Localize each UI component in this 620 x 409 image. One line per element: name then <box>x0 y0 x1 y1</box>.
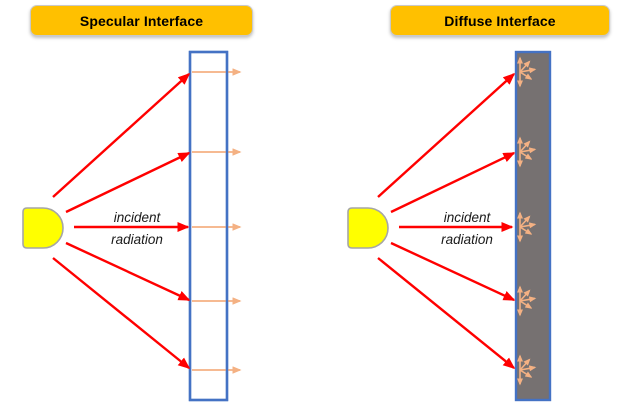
scatter-arrow <box>519 365 537 372</box>
scatter-arrow <box>519 222 537 229</box>
scatter-arrow <box>519 369 533 378</box>
incident-ray <box>390 151 516 214</box>
incident-ray <box>52 72 191 198</box>
incident-label-line2: radiation <box>111 232 163 247</box>
scatter-burst <box>517 56 537 88</box>
scatter-burst <box>517 285 537 317</box>
light-source <box>347 207 389 249</box>
incident-label-line1: incident <box>114 210 162 225</box>
incident-ray <box>377 257 516 369</box>
scatter-arrow <box>519 60 531 73</box>
scatter-arrow <box>519 140 531 153</box>
scatter-arrow <box>519 147 537 154</box>
incident-ray <box>390 241 516 302</box>
incident-ray <box>65 151 191 214</box>
scatter-arrow <box>519 296 537 303</box>
incident-ray <box>65 241 191 302</box>
incident-label-line2: radiation <box>441 232 493 247</box>
scatter-arrow <box>519 215 531 228</box>
incident-ray <box>52 257 191 369</box>
diffuse-banner-label: Diffuse Interface <box>444 12 556 29</box>
scatter-burst <box>517 136 537 168</box>
light-source <box>22 207 64 249</box>
scatter-arrow <box>519 151 533 160</box>
scatter-arrow <box>519 300 533 309</box>
scatter-arrow <box>519 289 531 302</box>
scatter-arrow <box>519 71 533 80</box>
specular-banner: Specular Interface <box>30 5 253 36</box>
specular-panel: incident radiation <box>22 50 242 402</box>
diffuse-banner: Diffuse Interface <box>390 5 610 36</box>
specular-slab-border-overlay <box>188 50 229 402</box>
scatter-burst <box>517 211 537 243</box>
diffuse-panel: incident radiation <box>347 50 552 402</box>
scatter-arrow <box>519 67 537 74</box>
scatter-arrow <box>519 226 533 235</box>
specular-banner-label: Specular Interface <box>79 12 204 29</box>
incident-ray <box>377 72 516 198</box>
scatter-burst <box>517 354 537 386</box>
specular-interface-slab <box>188 50 229 402</box>
scatter-arrow <box>519 358 531 371</box>
incident-label-line1: incident <box>444 210 492 225</box>
